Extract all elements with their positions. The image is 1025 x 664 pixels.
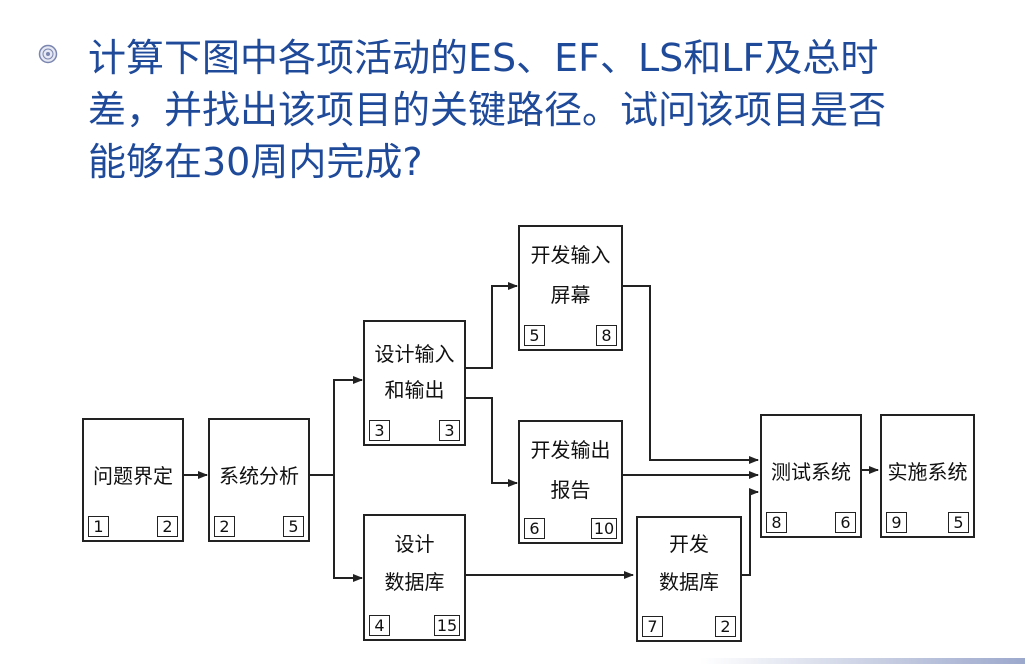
activity-design-io: 设计输入 和输出 3 3 <box>363 320 466 446</box>
activity-test-system: 测试系统 8 6 <box>760 414 862 538</box>
activity-label-line-2: 数据库 <box>659 570 719 594</box>
activity-dev-database: 开发 数据库 7 2 <box>636 516 742 642</box>
activity-left-value: 4 <box>369 615 390 636</box>
activity-label-line-1: 开发输出 <box>530 438 611 462</box>
slide-footer-bar <box>700 658 1025 664</box>
activity-label: 实施系统 <box>887 460 968 484</box>
activity-left-value: 8 <box>766 512 787 533</box>
activity-label-line-2: 报告 <box>550 478 591 502</box>
activity-dev-input-screen: 开发输入 屏幕 5 8 <box>518 225 623 351</box>
activity-right-value: 2 <box>157 516 178 537</box>
activity-right-value: 8 <box>596 325 617 346</box>
activity-right-value: 5 <box>948 512 969 533</box>
activity-problem-definition: 问题界定 1 2 <box>82 418 184 542</box>
activity-label-line-1: 开发输入 <box>530 243 611 267</box>
activity-left-value: 6 <box>524 518 545 539</box>
activity-label-line-2: 屏幕 <box>550 283 591 307</box>
activity-label: 测试系统 <box>771 460 851 484</box>
activity-label-line-1: 设计 <box>394 532 435 556</box>
activity-right-value: 10 <box>591 518 617 539</box>
activity-right-value: 15 <box>434 615 460 636</box>
question-line-3: 能够在30周内完成? <box>88 140 423 184</box>
question-line-2: 差，并找出该项目的关键路径。试问该项目是否 <box>88 88 887 132</box>
activity-label: 系统分析 <box>219 464 299 488</box>
activity-left-value: 2 <box>214 516 235 537</box>
activity-dev-output-report: 开发输出 报告 6 10 <box>518 420 623 544</box>
activity-right-value: 2 <box>715 616 736 637</box>
activity-label-line-2: 数据库 <box>384 570 445 594</box>
activity-right-value: 5 <box>283 516 304 537</box>
activity-label-line-1: 设计输入 <box>374 342 455 366</box>
activity-right-value: 3 <box>439 420 460 441</box>
activity-system-analysis: 系统分析 2 5 <box>208 418 310 542</box>
activity-left-value: 9 <box>886 512 907 533</box>
activity-left-value: 3 <box>369 420 390 441</box>
activity-left-value: 1 <box>88 516 109 537</box>
activity-design-database: 设计 数据库 4 15 <box>363 514 466 641</box>
activity-left-value: 5 <box>524 325 545 346</box>
activity-label-line-2: 和输出 <box>384 378 445 402</box>
seal-bullet-icon <box>38 44 58 64</box>
activity-label-line-1: 开发 <box>669 532 709 556</box>
activity-right-value: 6 <box>835 512 856 533</box>
activity-label: 问题界定 <box>93 464 173 488</box>
question-text: 计算下图中各项活动的ES、EF、LS和LF及总时 差，并找出该项目的关键路径。试… <box>88 32 1008 188</box>
activity-left-value: 7 <box>642 616 663 637</box>
activity-implement-system: 实施系统 9 5 <box>880 414 975 538</box>
question-line-1: 计算下图中各项活动的ES、EF、LS和LF及总时 <box>88 36 879 80</box>
